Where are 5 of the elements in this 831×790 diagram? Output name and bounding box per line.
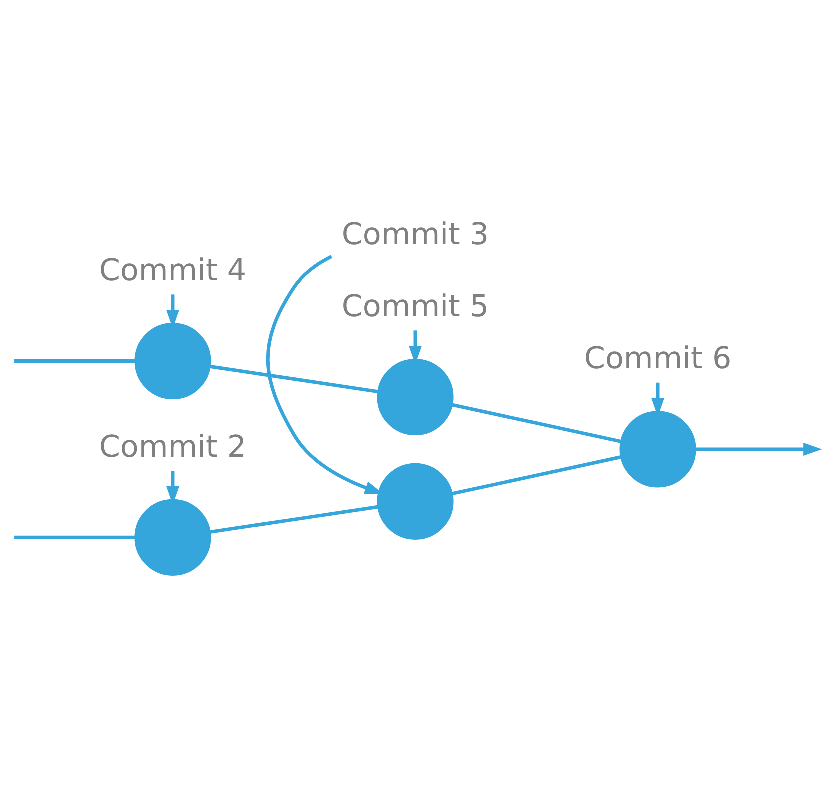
node-text: Commit 3 [342, 216, 490, 252]
node-text: Commit 4 [99, 252, 247, 288]
node-text: Commit 2 [99, 429, 247, 464]
node-text: Commit 6 [584, 341, 732, 376]
node-text: Commit 5 [342, 288, 490, 324]
